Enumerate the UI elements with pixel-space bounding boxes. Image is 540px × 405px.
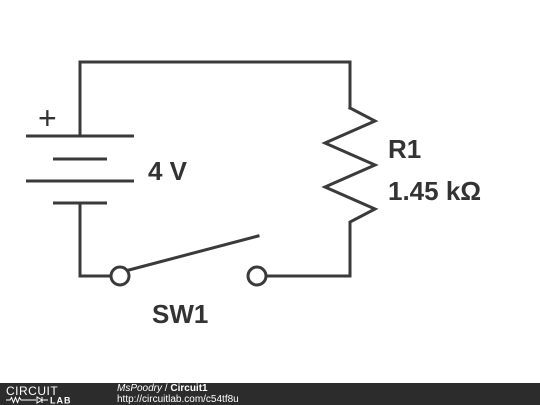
resistor-diode-icon [6, 396, 48, 404]
circuit-schematic: + 4 V SW1 R1 1.45 kΩ [26, 60, 481, 329]
circuitlab-logo: CIRCUIT LAB [6, 384, 72, 405]
resistor-symbol [321, 105, 379, 232]
switch-symbol [109, 234, 268, 287]
circuit-url-link[interactable]: http://circuitlab.com/c54tf8u [117, 394, 239, 405]
author-link[interactable]: MsPoodry [117, 383, 163, 394]
switch-label: SW1 [152, 299, 208, 329]
bottom-right-wire [264, 228, 352, 278]
logo-word-lab: LAB [50, 396, 72, 405]
footer-bar: CIRCUIT LAB MsPoodry / Circuit1 http://c… [0, 383, 540, 405]
resistor-value-label: 1.45 kΩ [388, 176, 481, 206]
circuit-title[interactable]: Circuit1 [170, 383, 208, 394]
left-wire-lower [78, 201, 113, 278]
logo-word-circuit: CIRCUIT [6, 384, 58, 398]
switch-terminal-right [246, 265, 268, 287]
battery-positive-mark: + [38, 100, 57, 136]
battery-voltage-label: 4 V [148, 156, 188, 186]
battery-symbol [26, 134, 134, 205]
resistor-name-label: R1 [388, 134, 421, 164]
switch-terminal-left [109, 265, 131, 287]
breadcrumb-separator: / [162, 383, 171, 394]
switch-lever [127, 234, 260, 272]
footer-text: MsPoodry / Circuit1 http://circuitlab.co… [117, 384, 239, 405]
